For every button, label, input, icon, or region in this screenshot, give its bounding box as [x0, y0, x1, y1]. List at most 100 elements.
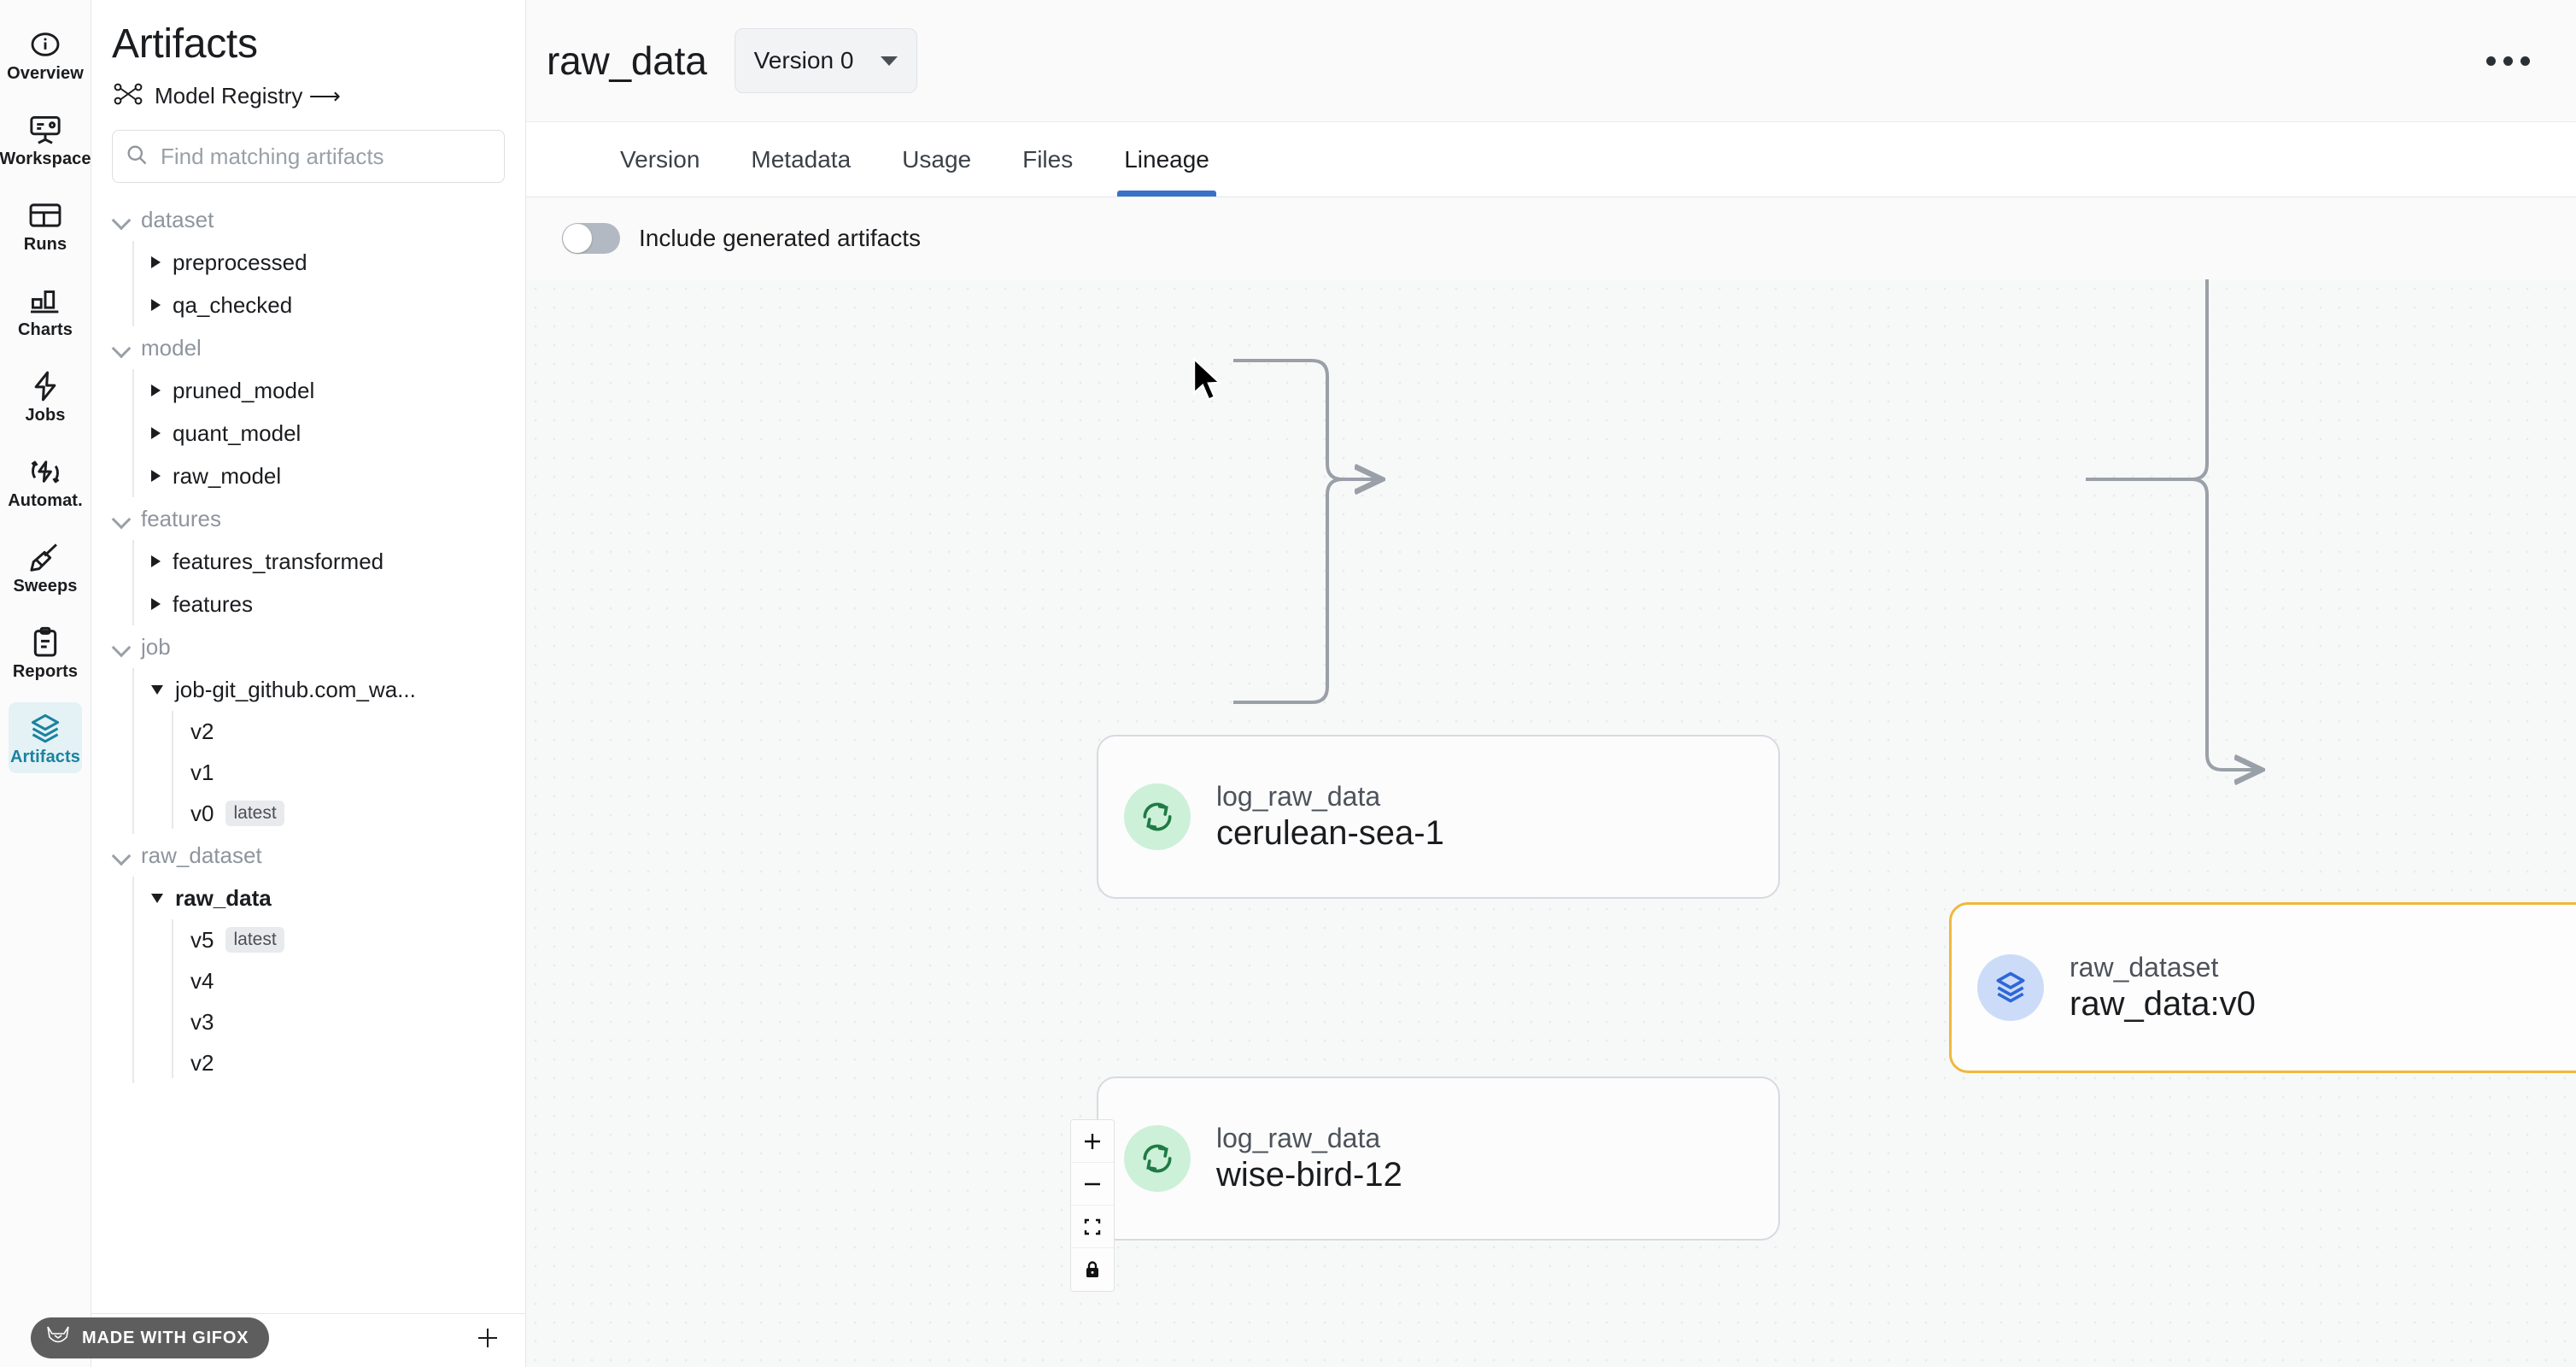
triangle-right-icon — [151, 427, 161, 439]
version-label: v0 — [190, 800, 214, 826]
tab-metadata[interactable]: Metadata — [751, 145, 852, 173]
sidebar-divider — [91, 1313, 525, 1314]
rail-item-runs[interactable]: Runs — [9, 190, 82, 261]
version-item[interactable]: v2 — [172, 711, 525, 752]
add-artifact-button[interactable] — [471, 1321, 505, 1355]
triangle-right-icon — [151, 470, 161, 482]
tree-group-raw_dataset[interactable]: raw_dataset — [112, 834, 525, 877]
tree-node-qa_checked[interactable]: qa_checked — [132, 284, 525, 326]
version-item[interactable]: v3 — [172, 1001, 525, 1042]
tree-node-label: raw_data — [175, 884, 272, 911]
rail-item-workspace[interactable]: Workspace — [0, 104, 91, 175]
tree-group-model[interactable]: model — [112, 326, 525, 369]
tree-node-jobgit_githubcom_wa[interactable]: job-git_github.com_wa... — [132, 668, 525, 711]
tree-node-raw_data[interactable]: raw_data — [132, 877, 525, 919]
triangle-down-icon — [151, 684, 163, 695]
version-select-label: Version 0 — [753, 47, 854, 73]
node-name-label: raw_data:v0 — [2070, 985, 2256, 1023]
toggle-knob — [563, 224, 592, 253]
overflow-menu-button[interactable] — [2474, 44, 2542, 78]
version-label: v2 — [190, 1049, 214, 1076]
tree-group-label: raw_dataset — [141, 842, 262, 868]
toggle-label: Include generated artifacts — [639, 225, 921, 251]
tree-group-job[interactable]: job — [112, 625, 525, 668]
chevron-down-icon — [112, 509, 131, 528]
model-registry-label: Model Registry ⟶ — [155, 83, 341, 109]
tree-group-label: dataset — [141, 206, 214, 232]
tree-node-features_transformed[interactable]: features_transformed — [132, 540, 525, 583]
rail-item-reports[interactable]: Reports — [9, 617, 82, 688]
triangle-right-icon — [151, 299, 161, 311]
chevron-down-icon — [112, 210, 131, 229]
automation-icon — [27, 454, 63, 490]
rail-item-jobs[interactable]: Jobs — [9, 361, 82, 431]
bolt-icon — [28, 368, 62, 404]
table-icon — [27, 197, 63, 233]
version-item[interactable]: v1 — [172, 752, 525, 793]
gifox-label: MADE WITH GIFOX — [82, 1328, 249, 1347]
tab-files[interactable]: Files — [1022, 145, 1074, 173]
model-registry-link[interactable]: Model Registry ⟶ — [91, 73, 525, 118]
artifact-tabs: Version Metadata Usage Files Lineage — [526, 122, 2576, 197]
tree-node-quant_model[interactable]: quant_model — [132, 412, 525, 455]
search-icon — [125, 143, 149, 171]
node-type-label: log_raw_data — [1216, 781, 1381, 812]
search-input[interactable] — [161, 143, 492, 170]
triangle-right-icon — [151, 256, 161, 268]
tree-node-preprocessed[interactable]: preprocessed — [132, 241, 525, 284]
rail-item-label: Runs — [23, 235, 67, 254]
rail-item-sweeps[interactable]: Sweeps — [9, 531, 82, 602]
lock-view-button[interactable] — [1071, 1248, 1114, 1291]
tree-group-features[interactable]: features — [112, 497, 525, 540]
main-panel: raw_data Version 0 Version Metadata Usage F… — [526, 0, 2576, 1367]
version-select[interactable]: Version 0 — [734, 28, 917, 93]
rail-item-label: Workspace — [0, 150, 91, 168]
tab-usage[interactable]: Usage — [902, 145, 972, 173]
rail-item-label: Automat. — [8, 491, 83, 510]
ellipsis-icon — [2486, 56, 2496, 66]
artifact-search-box[interactable] — [112, 130, 505, 183]
zoom-in-button[interactable] — [1071, 1120, 1114, 1163]
tab-lineage[interactable]: Lineage — [1098, 122, 1235, 197]
tree-node-raw_model[interactable]: raw_model — [132, 455, 525, 497]
rail-item-automat[interactable]: Automat. — [8, 446, 83, 517]
rail-item-label: Artifacts — [9, 748, 81, 766]
triangle-right-icon — [151, 384, 161, 396]
chevron-down-icon — [112, 846, 131, 865]
tree-node-pruned_model[interactable]: pruned_model — [132, 369, 525, 412]
fit-view-button[interactable] — [1071, 1206, 1114, 1248]
version-label: v2 — [190, 718, 214, 744]
zoom-out-button[interactable] — [1071, 1163, 1114, 1206]
chevron-down-icon — [112, 637, 131, 656]
tree-node-features[interactable]: features — [132, 583, 525, 625]
artifact-header: raw_data Version 0 — [526, 0, 2576, 122]
tree-group-dataset[interactable]: dataset — [112, 198, 525, 241]
workspace-icon — [27, 112, 63, 148]
layers-icon — [27, 710, 63, 746]
rail-item-charts[interactable]: Charts — [9, 275, 82, 346]
include-generated-artifacts-toggle[interactable] — [562, 223, 620, 254]
artifacts-sidebar: Artifacts Model Registry ⟶ datasetprepro… — [91, 0, 526, 1367]
version-item[interactable]: v4 — [172, 960, 525, 1001]
rail-item-label: Jobs — [25, 406, 66, 425]
rail-item-artifacts[interactable]: Artifacts — [9, 702, 82, 773]
gifox-watermark: MADE WITH GIFOX — [31, 1317, 270, 1358]
node-name-label: wise-bird-12 — [1216, 1156, 1402, 1194]
version-item[interactable]: v2 — [172, 1042, 525, 1083]
triangle-right-icon — [151, 555, 161, 567]
rail-item-overview[interactable]: Overview — [7, 19, 84, 90]
tree-node-label: pruned_model — [173, 377, 315, 403]
tab-version[interactable]: Version — [620, 145, 700, 173]
